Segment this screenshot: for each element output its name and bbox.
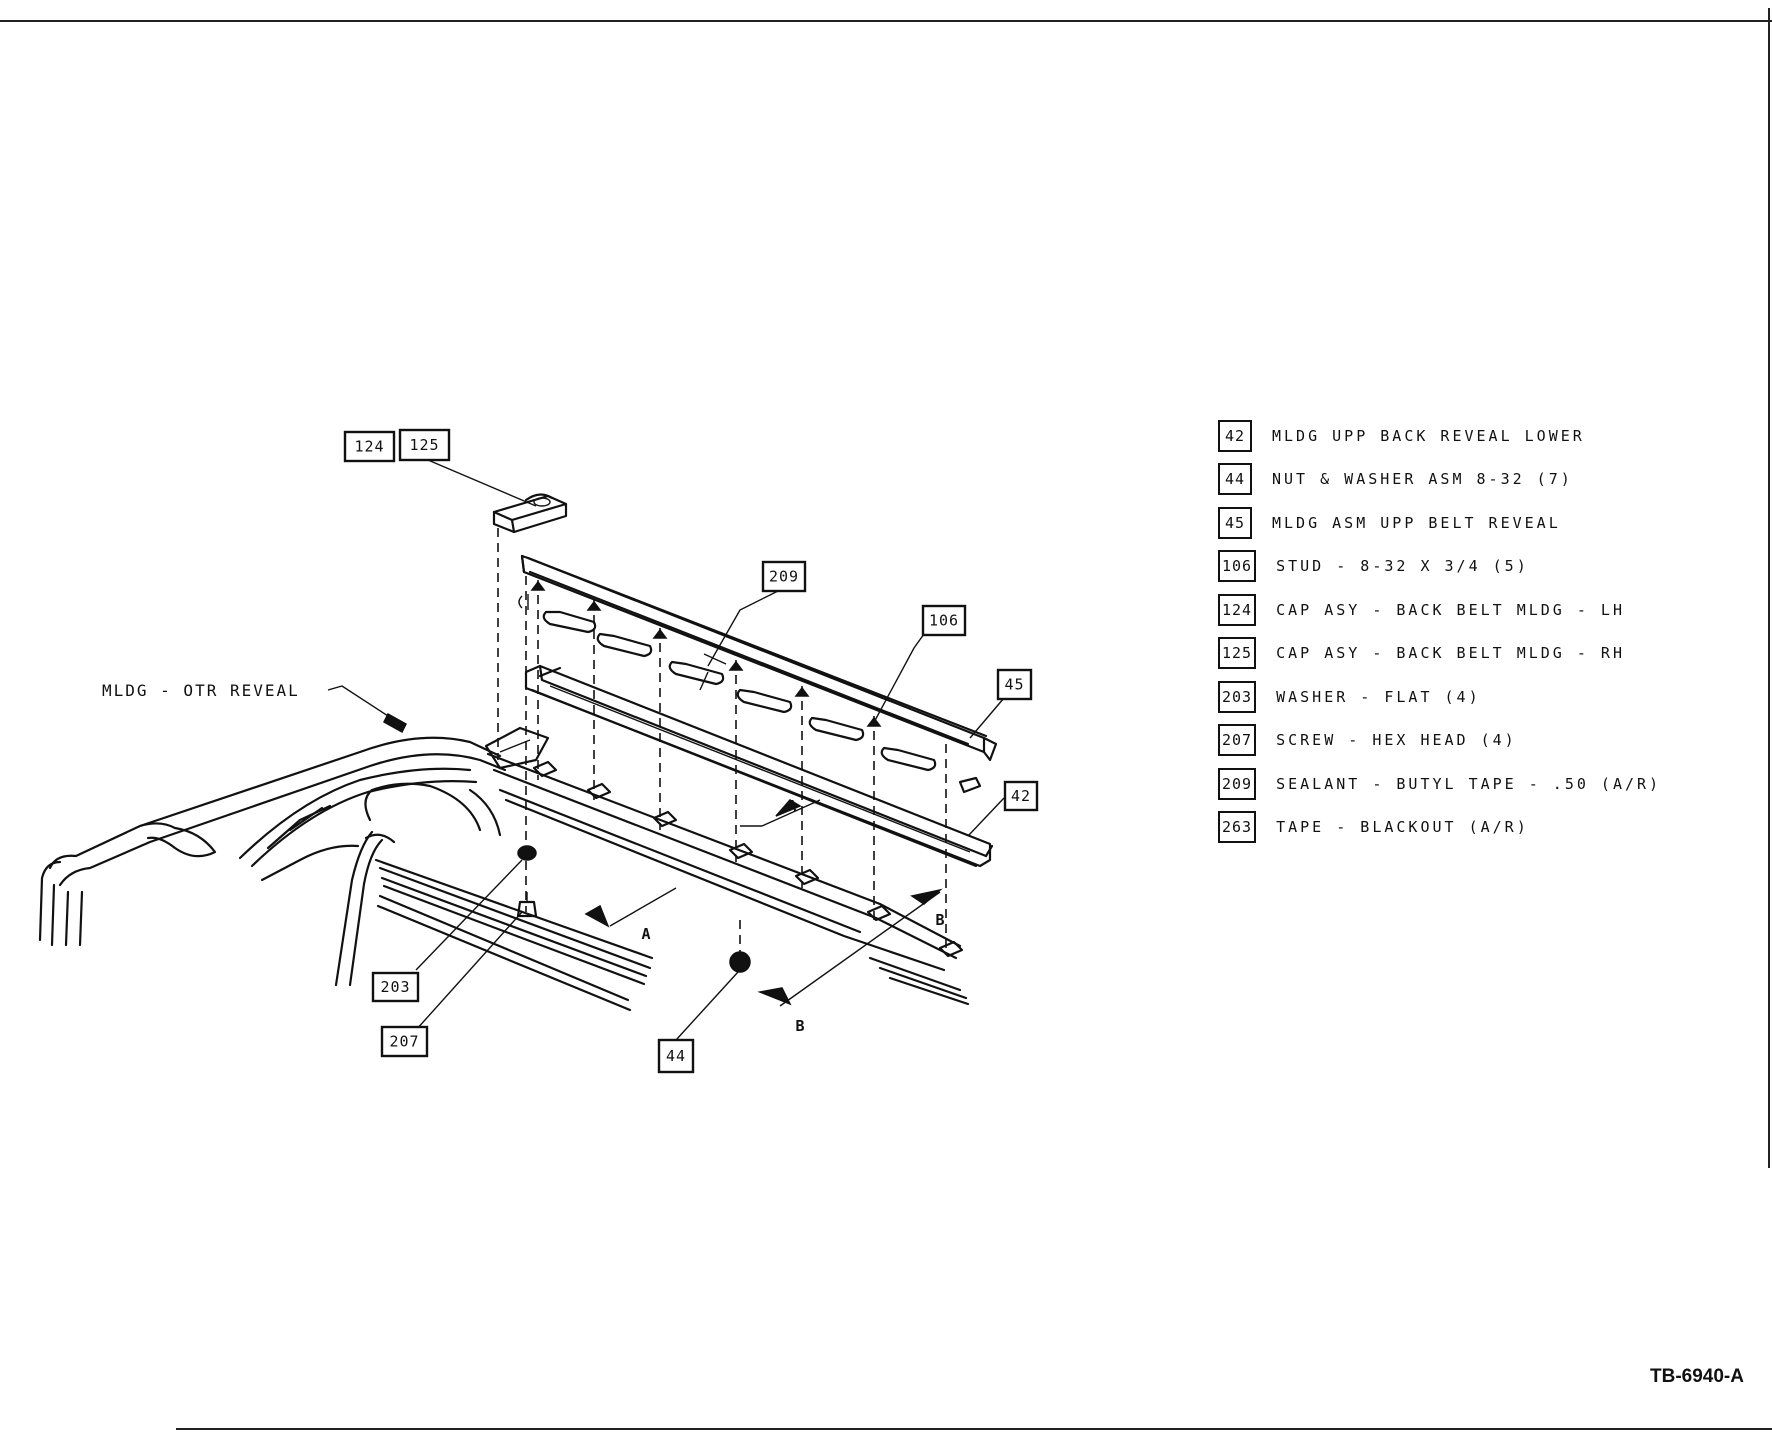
callout-44: 44	[657, 1038, 695, 1074]
legend-row: 125 CAP ASY - BACK BELT MLDG - RH	[1218, 632, 1738, 676]
legend-part-description: NUT & WASHER ASM 8-32 (7)	[1272, 470, 1573, 489]
callout-209: 209	[761, 560, 807, 593]
legend-part-description: SCREW - HEX HEAD (4)	[1276, 731, 1517, 750]
svg-text:106: 106	[929, 612, 959, 630]
legend-part-description: SEALANT - BUTYL TAPE - .50 (A/R)	[1276, 774, 1662, 793]
frame-right-border	[1768, 8, 1770, 1168]
svg-text:207: 207	[389, 1033, 419, 1051]
callout-106: 106	[921, 604, 967, 637]
svg-text:44: 44	[666, 1047, 686, 1065]
view-letter-a-lower: A	[641, 925, 650, 943]
frame-top-border	[0, 20, 1772, 22]
view-letter-b-right: B	[935, 911, 944, 929]
legend-part-number: 209	[1218, 767, 1257, 800]
legend-part-description: CAP ASY - BACK BELT MLDG - LH	[1276, 600, 1625, 619]
legend-row: 263 TAPE - BLACKOUT (A/R)	[1218, 806, 1738, 850]
callout-42: 42	[1003, 780, 1039, 812]
legend-part-number: 124	[1218, 593, 1257, 626]
view-letter-b-lower: B	[795, 1017, 804, 1035]
view-letter-a-upper: A	[787, 797, 796, 815]
upper-belt-reveal-molding	[518, 554, 998, 794]
legend-part-number: 207	[1218, 724, 1257, 757]
legend-row: 45 MLDG ASM UPP BELT REVEAL	[1218, 501, 1738, 545]
parts-legend: 42 MLDG UPP BACK REVEAL LOWER 44 NUT & W…	[1218, 414, 1738, 849]
cap-assembly	[492, 493, 568, 760]
legend-part-description: CAP ASY - BACK BELT MLDG - RH	[1276, 644, 1625, 663]
callout-125: 125	[398, 428, 451, 462]
view-arrows	[584, 799, 943, 1007]
svg-text:42: 42	[1011, 787, 1031, 805]
legend-part-number: 203	[1218, 680, 1257, 713]
legend-part-number: 44	[1218, 463, 1252, 496]
outer-reveal-leader	[327, 685, 389, 717]
legend-row: 124 CAP ASY - BACK BELT MLDG - LH	[1218, 588, 1738, 632]
view-letter-labels: A A B B	[641, 797, 944, 1035]
legend-row: 44 NUT & WASHER ASM 8-32 (7)	[1218, 458, 1738, 502]
legend-part-number: 106	[1218, 550, 1257, 583]
car-body-outline	[38, 712, 970, 1012]
svg-text:45: 45	[1004, 676, 1024, 694]
stud-alignment-lines	[516, 576, 964, 973]
legend-part-description: WASHER - FLAT (4)	[1276, 687, 1481, 706]
legend-row: 207 SCREW - HEX HEAD (4)	[1218, 719, 1738, 763]
callout-203: 203	[371, 971, 420, 1003]
svg-text:125: 125	[409, 436, 439, 454]
document-reference-number: TB-6940-A	[1650, 1366, 1744, 1387]
callout-leaders	[415, 459, 1005, 1041]
legend-row: 203 WASHER - FLAT (4)	[1218, 675, 1738, 719]
frame-bottom-border	[176, 1428, 1772, 1430]
legend-part-description: STUD - 8-32 X 3/4 (5)	[1276, 557, 1529, 576]
legend-part-number: 45	[1218, 506, 1252, 539]
outer-reveal-label: MLDG - OTR REVEAL	[102, 681, 300, 700]
legend-part-description: MLDG ASM UPP BELT REVEAL	[1272, 513, 1561, 532]
legend-row: 42 MLDG UPP BACK REVEAL LOWER	[1218, 414, 1738, 458]
legend-row: 209 SEALANT - BUTYL TAPE - .50 (A/R)	[1218, 762, 1738, 806]
svg-text:124: 124	[354, 438, 384, 456]
svg-text:203: 203	[380, 978, 410, 996]
legend-part-number: 263	[1218, 811, 1257, 844]
legend-part-number: 42	[1218, 419, 1252, 452]
legend-part-number: 125	[1218, 637, 1257, 670]
callout-207: 207	[380, 1025, 429, 1058]
callout-124: 124	[343, 430, 396, 463]
legend-part-description: MLDG UPP BACK REVEAL LOWER	[1272, 426, 1585, 445]
callout-45: 45	[996, 668, 1033, 701]
legend-part-description: TAPE - BLACKOUT (A/R)	[1276, 818, 1529, 837]
svg-text:209: 209	[769, 568, 799, 586]
legend-row: 106 STUD - 8-32 X 3/4 (5)	[1218, 545, 1738, 589]
